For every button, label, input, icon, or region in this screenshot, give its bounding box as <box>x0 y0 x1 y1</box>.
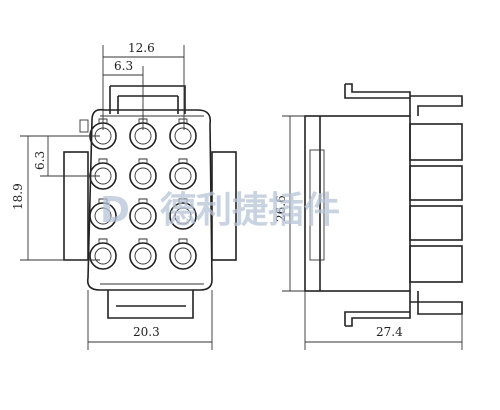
dim-body-width: 20.3 <box>133 325 160 339</box>
pin-key-notch <box>138 158 148 163</box>
pin-cavity <box>89 202 117 230</box>
pin-cavity <box>169 242 197 270</box>
pin-contact <box>94 247 112 265</box>
pin-key-notch <box>98 158 108 163</box>
dim-pitch-vertical: 6.3 <box>33 151 47 170</box>
pin-key-notch <box>178 118 188 123</box>
pin-key-notch <box>178 158 188 163</box>
watermark: D 德利捷插件 <box>100 190 340 231</box>
pin-cavity <box>169 162 197 190</box>
pin-key-notch <box>178 198 188 203</box>
pin-contact <box>174 207 192 225</box>
dim-side-height: 26.6 <box>274 195 288 222</box>
dim-overall-height: 18.9 <box>11 183 25 210</box>
side-view-dimensions: 26.6 27.4 <box>274 115 463 350</box>
pin-contact <box>134 207 152 225</box>
front-view-dimensions: 12.6 6.3 18.9 6.3 20.3 <box>11 41 213 350</box>
pin-contact <box>174 247 192 265</box>
pin-key-notch <box>98 238 108 243</box>
pin-contact <box>174 167 192 185</box>
pin-cavity <box>129 242 157 270</box>
dim-overall-width: 12.6 <box>128 41 155 55</box>
watermark-brand-mark: D <box>100 190 130 231</box>
pin-key-notch <box>98 198 108 203</box>
pin-key-notch <box>178 238 188 243</box>
watermark-text: 德利捷插件 <box>160 190 340 231</box>
pin-contact <box>94 207 112 225</box>
dim-pitch-horizontal: 6.3 <box>114 59 133 73</box>
pin-contact <box>134 127 152 145</box>
pin-cavity <box>169 202 197 230</box>
pin-contact <box>134 167 152 185</box>
pin-contact <box>134 247 152 265</box>
pin-cavity <box>129 162 157 190</box>
pin-contact <box>174 127 192 145</box>
pin-cavity <box>89 242 117 270</box>
pin-key-notch <box>138 198 148 203</box>
dim-side-length: 27.4 <box>376 325 403 339</box>
front-view <box>63 85 237 319</box>
pin-cavity <box>129 202 157 230</box>
pin-cavity <box>169 122 197 150</box>
pin-key-notch <box>138 238 148 243</box>
